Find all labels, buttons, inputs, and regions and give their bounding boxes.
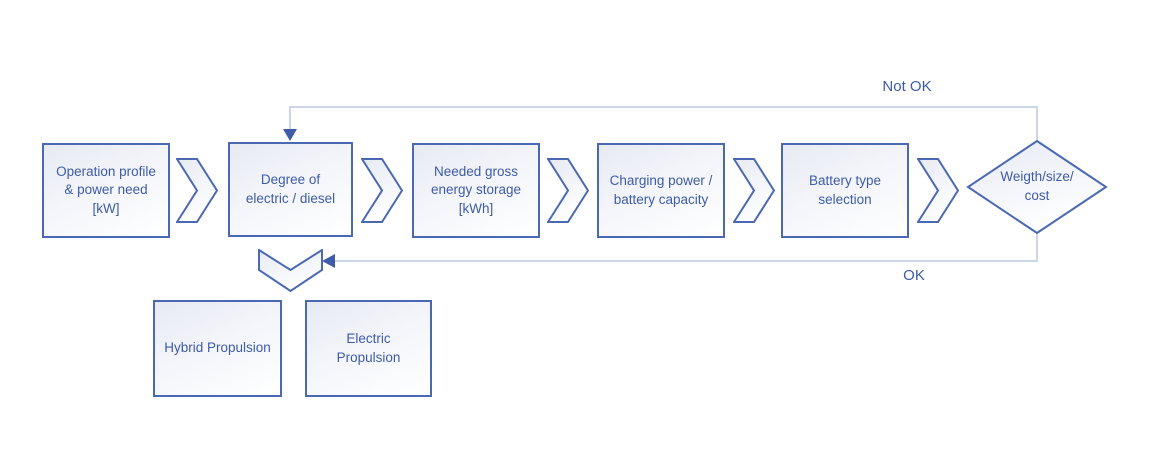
outcome-box-hybrid-propulsion: Hybrid Propulsion xyxy=(153,300,282,397)
step-label: Degree of electric / diesel xyxy=(245,171,336,206)
step-box-battery-type-selection: Battery type selection xyxy=(781,143,909,238)
step-label: Battery type selection xyxy=(808,172,882,207)
step-box-degree-electric-diesel: Degree of electric / diesel xyxy=(228,142,353,237)
chevron-right-icon xyxy=(917,158,959,223)
decision-label-line1: Weigth/size/ xyxy=(1000,169,1074,185)
outcome-label: Hybrid Propulsion xyxy=(164,340,271,356)
arrowhead-down-icon xyxy=(283,129,297,141)
decision-label-line2: cost xyxy=(1024,188,1050,203)
step-box-needed-gross-energy: Needed gross energy storage [kWh] xyxy=(412,143,540,238)
outcome-box-electric-propulsion: Electric Propulsion xyxy=(305,300,432,397)
step-box-operation-profile: Operation profile & power need [kW] xyxy=(42,143,170,238)
chevron-right-icon xyxy=(176,158,218,223)
arrowhead-left-icon xyxy=(322,254,335,268)
outcome-label: Electric Propulsion xyxy=(336,330,401,365)
ok-connector-line xyxy=(335,234,1038,262)
edge-label-not-ok: Not OK xyxy=(882,78,932,95)
step-label: Charging power / battery capacity xyxy=(609,172,713,207)
step-box-charging-power-capacity: Charging power / battery capacity xyxy=(597,143,725,238)
chevron-right-icon xyxy=(361,158,403,223)
step-label: Needed gross energy storage [kWh] xyxy=(430,163,522,216)
chevron-right-icon xyxy=(547,158,589,223)
decision-diamond xyxy=(966,140,1108,234)
not-ok-connector-line xyxy=(289,106,1038,140)
chevron-right-icon xyxy=(733,158,775,223)
edge-label-ok: OK xyxy=(903,267,925,284)
decision-label: Weigth/size/ cost xyxy=(966,140,1108,234)
step-label: Operation profile & power need [kW] xyxy=(56,163,156,216)
chevron-down-icon xyxy=(258,249,323,292)
